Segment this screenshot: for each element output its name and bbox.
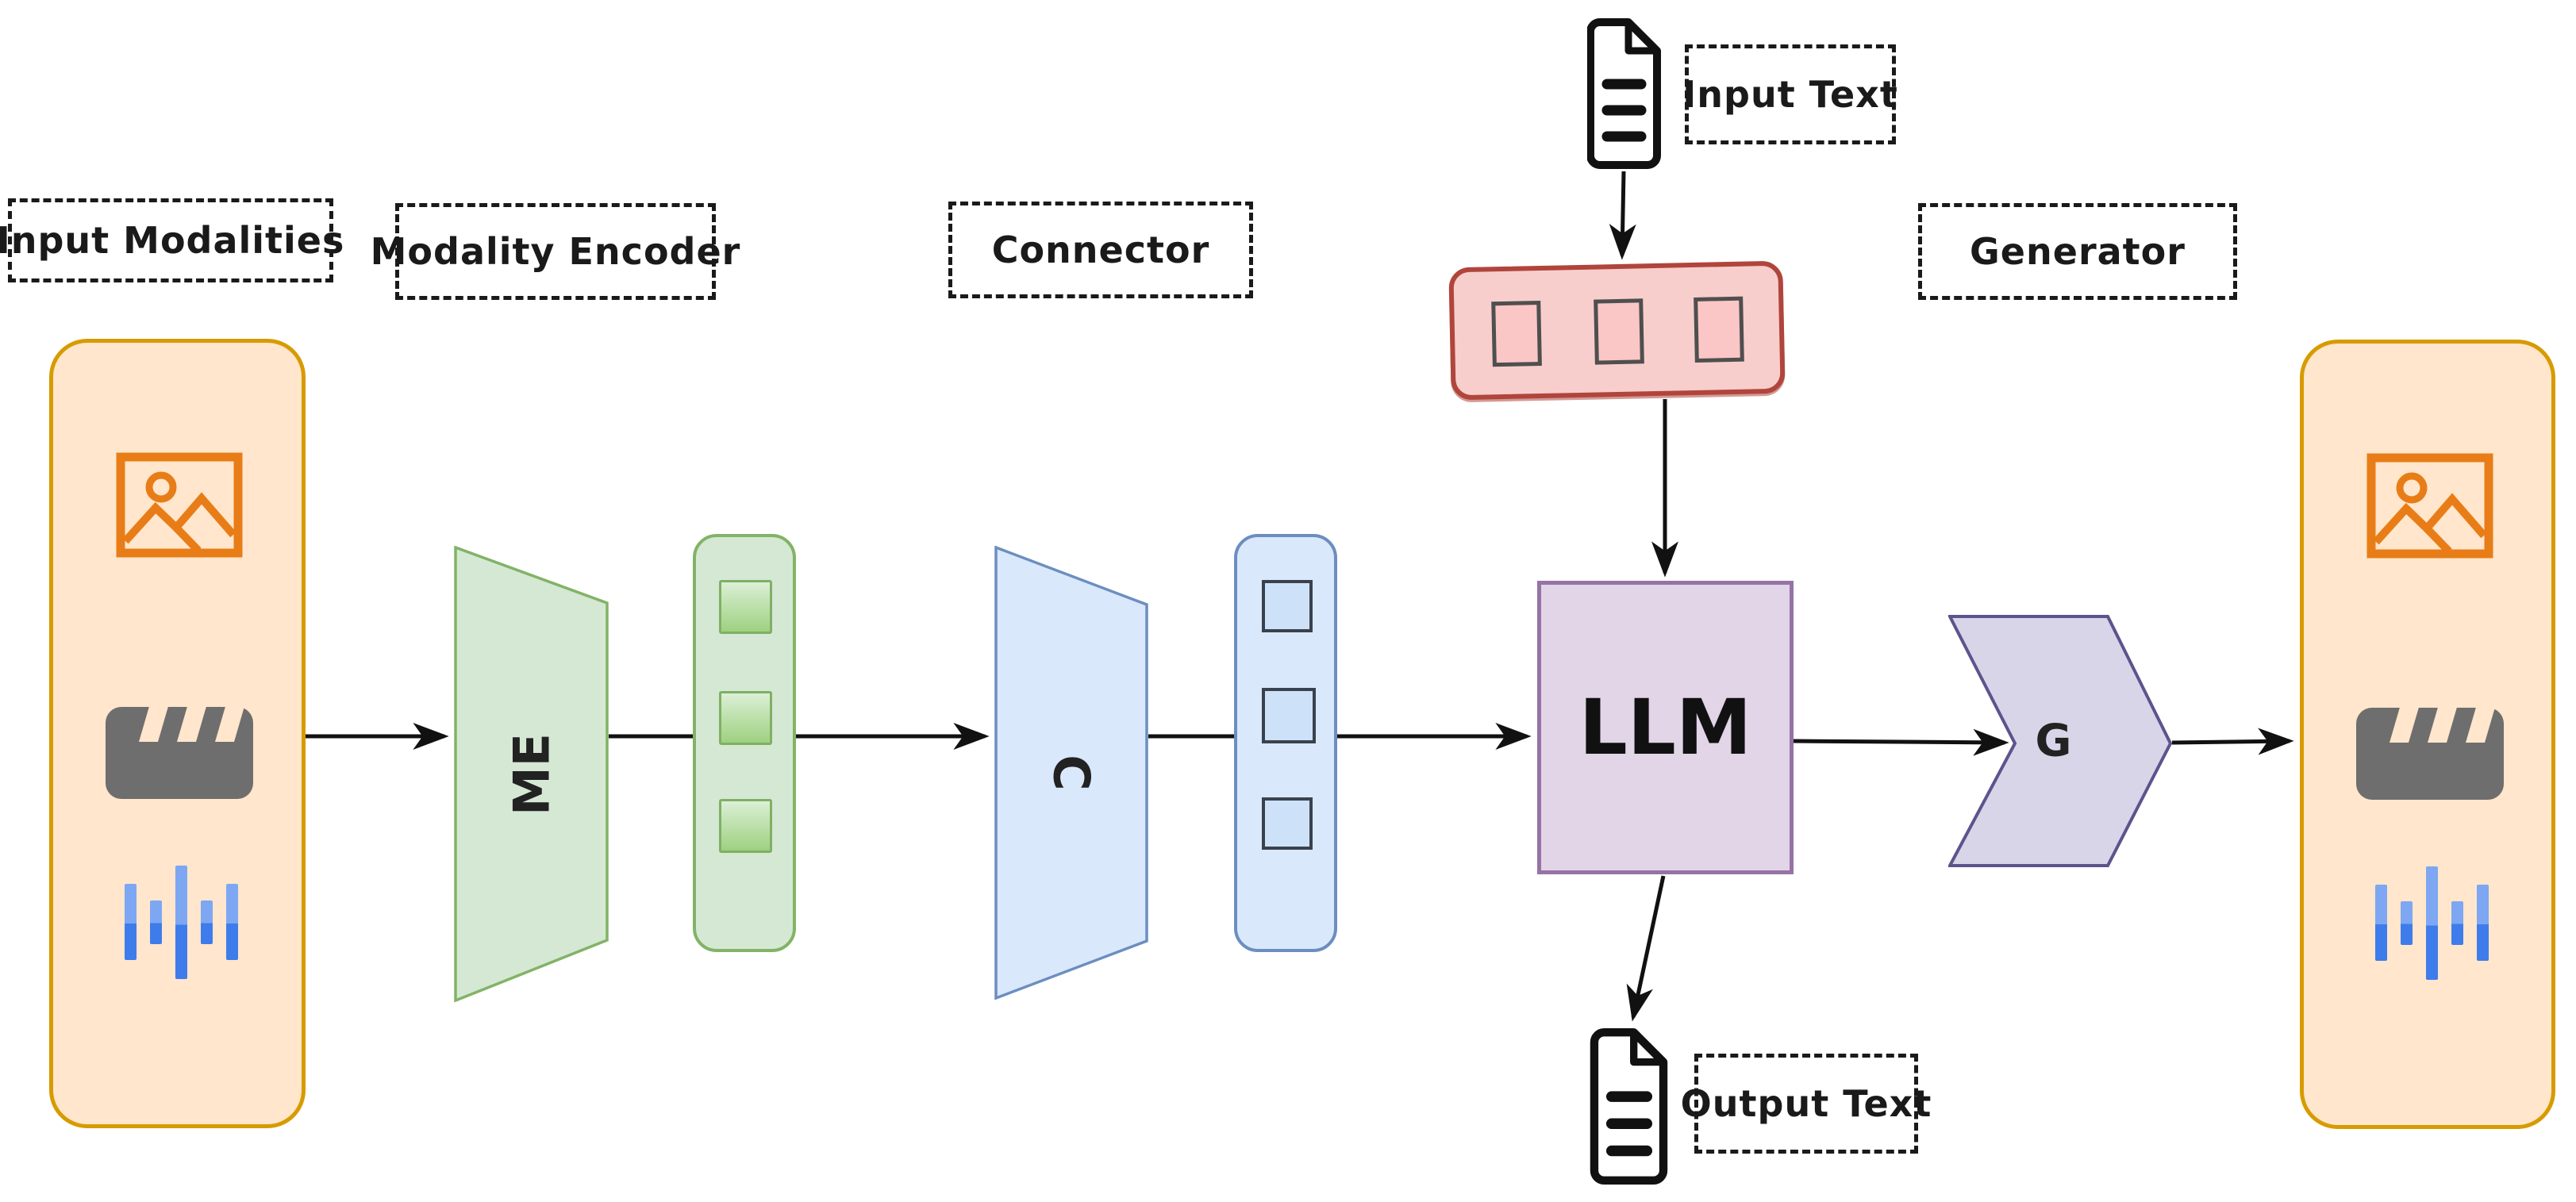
arrow-generator-to-output-modalities [2171, 728, 2294, 755]
label-input-text: Input Text [1682, 44, 1898, 144]
connector-shape: C [994, 545, 1148, 1000]
output-modalities-box [2300, 340, 2555, 1129]
token-square [719, 799, 772, 853]
connector-trapezoid [994, 545, 1148, 1000]
token-square [1694, 296, 1744, 363]
modality-encoder-shape: ME [454, 545, 609, 1003]
token-square [1594, 298, 1644, 365]
token-square [1262, 580, 1313, 632]
generator-chevron [1947, 615, 2173, 867]
label-input-modalities-text: Input Modalities [0, 219, 345, 262]
clapperboard-icon [106, 704, 253, 799]
arrow-input-doc-to-red-tokens [1609, 171, 1636, 260]
generator-letter: G [2035, 715, 2072, 767]
generator-shape: G [1947, 615, 2173, 867]
input-text-tokens-strip [1448, 260, 1786, 401]
image-icon [116, 452, 243, 558]
input-document-icon [1587, 18, 1661, 169]
token-square [719, 691, 772, 745]
token-square [1262, 797, 1313, 850]
llm-label: LLM [1578, 683, 1752, 772]
modality-encoder-letter: ME [502, 732, 560, 816]
token-square [1262, 688, 1316, 743]
label-input-modalities: Input Modalities [0, 198, 344, 282]
label-modality-encoder-text: Modality Encoder [370, 230, 741, 273]
token-square [719, 580, 772, 634]
connector-letter: C [1042, 755, 1101, 791]
image-icon [2366, 453, 2493, 559]
modality-encoder-trapezoid [454, 545, 609, 1003]
encoded-tokens-strip [693, 534, 796, 952]
label-output-text: Output Text [1681, 1054, 1931, 1154]
audio-waveform-icon [2367, 863, 2496, 982]
label-connector: Connector [948, 202, 1253, 298]
clapperboard-icon [2356, 705, 2504, 800]
label-generator-text: Generator [1970, 230, 2186, 273]
label-input-text-text: Input Text [1682, 73, 1898, 116]
output-document-icon [1590, 1028, 1668, 1185]
label-connector-text: Connector [991, 228, 1210, 271]
token-square [1491, 301, 1542, 367]
aligned-tokens-strip [1234, 534, 1337, 952]
input-modalities-box [49, 339, 306, 1128]
label-output-text-text: Output Text [1680, 1082, 1932, 1125]
arrow-llm-to-generator [1793, 728, 2009, 756]
llm-block: LLM [1537, 581, 1794, 874]
label-modality-encoder: Modality Encoder [371, 203, 740, 300]
label-generator: Generator [1918, 203, 2237, 300]
arrow-llm-to-output-doc [1626, 875, 1666, 1022]
audio-waveform-icon [117, 862, 245, 981]
